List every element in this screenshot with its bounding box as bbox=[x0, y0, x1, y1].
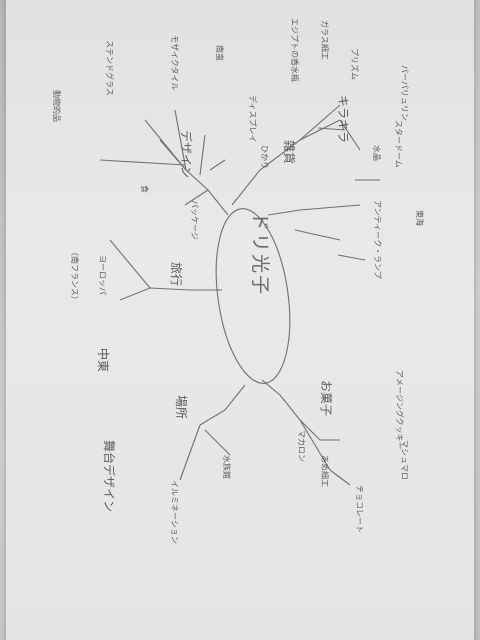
macaron-label: マカロン bbox=[297, 430, 306, 462]
notebook-page bbox=[6, 0, 474, 640]
antique-lamp-label: アンティーク・ランプ bbox=[373, 200, 382, 279]
package-label: パッケージ bbox=[190, 200, 199, 240]
mosaic-label: モザイクタイル bbox=[170, 35, 179, 91]
ivry-label: パーパリュリン bbox=[400, 65, 409, 121]
amazing-cookie-label: アメージングクッキー bbox=[395, 370, 404, 450]
zakka-label: 雑貨 bbox=[282, 140, 296, 165]
south-france-label: （南フランス） bbox=[70, 248, 79, 304]
illumination-label: イルミネーション bbox=[170, 480, 179, 544]
chuto-label: 中東 bbox=[96, 348, 110, 373]
animal-product-label: 動物的品 bbox=[52, 90, 61, 122]
europe-label: ヨーロッパ bbox=[98, 255, 107, 295]
ameizaiku-label: あめ細工 bbox=[320, 455, 329, 487]
shoku-label: 食 bbox=[140, 185, 149, 193]
kirakira-label: キラキラ bbox=[336, 95, 350, 144]
suisho-label: 水晶 bbox=[372, 145, 381, 161]
center-label: ドリ光子 bbox=[249, 212, 271, 297]
ryokou-label: 旅行 bbox=[169, 262, 183, 287]
display-label: ディスプレイ bbox=[248, 95, 257, 143]
chocolate-label: チョコレート bbox=[355, 485, 364, 533]
butai-label: 舞台デザイン bbox=[102, 440, 116, 513]
suizokukan-label: 水族館 bbox=[222, 455, 231, 479]
stained-glass-label: ステンドグラス bbox=[105, 40, 114, 96]
marshmallow-label: マシュマロ bbox=[400, 440, 409, 480]
prism-label: プリズム bbox=[350, 48, 359, 80]
basho-label: 場所 bbox=[174, 395, 188, 420]
tokai-label: 東海 bbox=[415, 210, 424, 226]
design-label: デザイン bbox=[179, 130, 193, 179]
glass-craft-label: ガラス細工 bbox=[320, 20, 329, 60]
nanban-label: 南蛮 bbox=[215, 45, 224, 61]
kashi-label: お菓子 bbox=[319, 380, 333, 417]
star-dome-label: スタードーム bbox=[394, 120, 403, 168]
kougei-label: ひかり bbox=[260, 145, 269, 169]
egypt-label: エジプトの香水瓶 bbox=[290, 18, 299, 82]
